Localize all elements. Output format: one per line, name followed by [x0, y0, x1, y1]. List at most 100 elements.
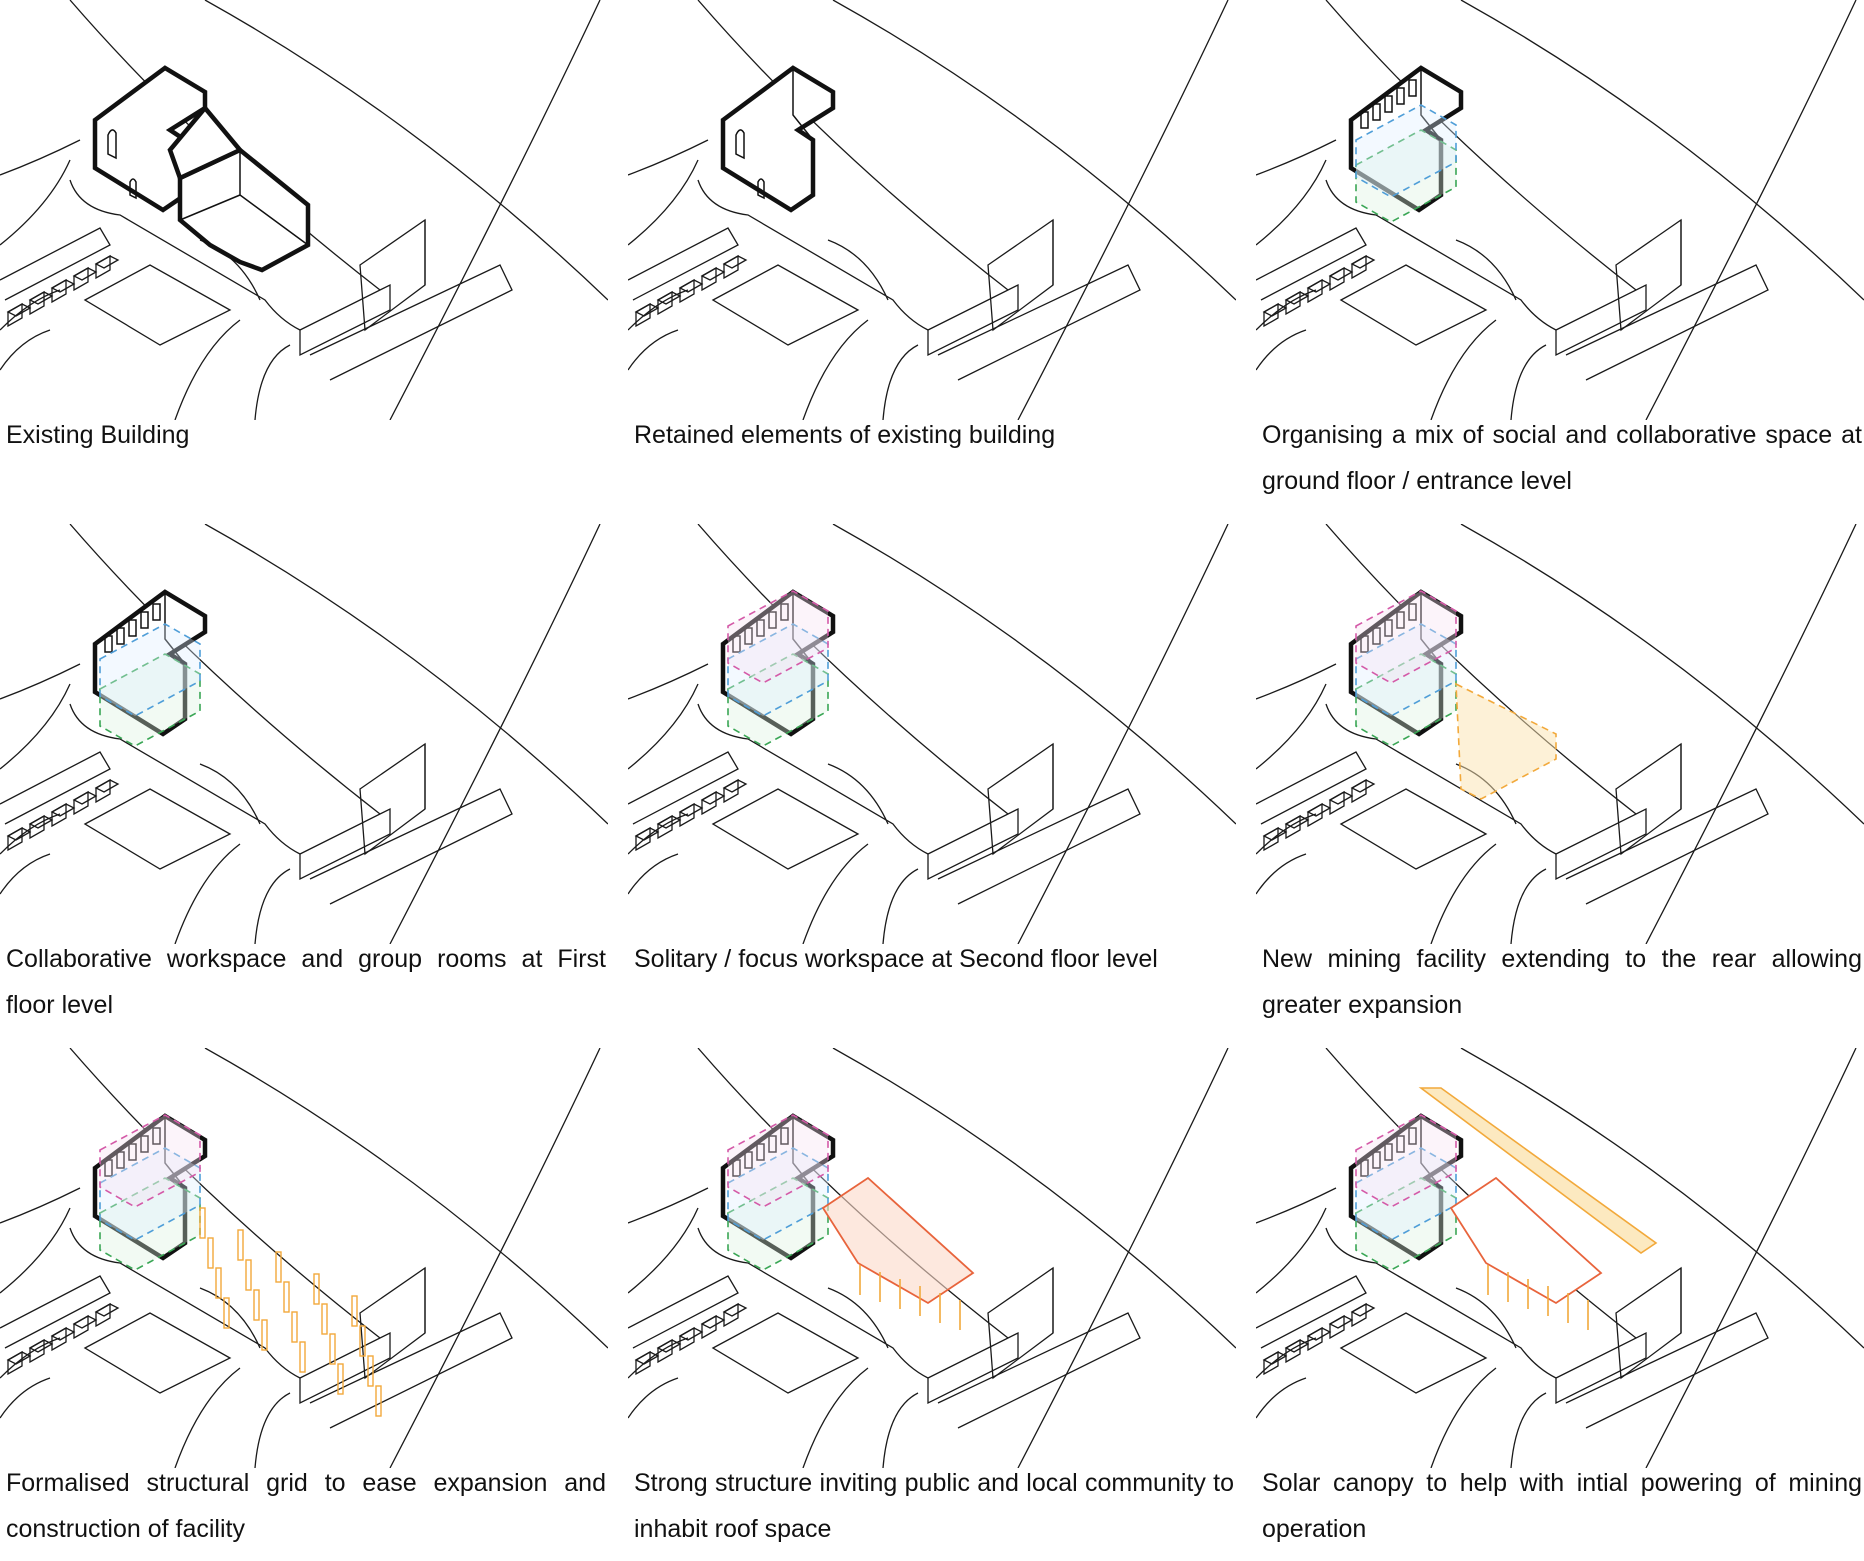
- site-line: [359, 1266, 426, 1380]
- terrace-blocks: [1256, 751, 1376, 852]
- column: [299, 1341, 306, 1373]
- site-line: [1460, 524, 1864, 825]
- ground-floor-layer: [1355, 653, 1457, 747]
- panel-caption: Retained elements of existing building: [634, 421, 1056, 449]
- upper-window: [1408, 1127, 1417, 1145]
- panel-caption: Solitary / focus workspace at Second flo…: [634, 945, 1158, 973]
- upper-window: [756, 1143, 765, 1161]
- axonometric-drawing: [628, 524, 1236, 944]
- upper-window: [1384, 1143, 1393, 1161]
- site-line: [359, 218, 426, 332]
- diagram-panel-6: New mining facility extending to the rea…: [1256, 524, 1864, 1034]
- terrace-blocks: [0, 1275, 120, 1376]
- site-line: [711, 788, 860, 870]
- panel-caption: Collaborative workspace and group rooms …: [6, 945, 606, 1019]
- block-top: [678, 1327, 704, 1341]
- block-top: [634, 303, 660, 317]
- upper-window: [1372, 1151, 1381, 1169]
- site-line: [1339, 788, 1488, 870]
- terrace-row: [1256, 227, 1367, 301]
- upper-window: [732, 635, 741, 653]
- block-top: [72, 791, 98, 805]
- block-top: [1350, 255, 1376, 269]
- site-context: [1256, 0, 1864, 420]
- ground-floor-layer: [727, 653, 829, 747]
- site-line: [1256, 329, 1307, 371]
- terrace-blocks: [1256, 1275, 1376, 1376]
- site-line: [1430, 843, 1497, 944]
- site-line: [1256, 139, 1337, 176]
- upper-window: [1372, 627, 1381, 645]
- terrace-row: [0, 751, 111, 825]
- site-line: [1339, 1312, 1488, 1394]
- axonometric-drawing: [628, 0, 1236, 420]
- site-line: [697, 179, 929, 331]
- upper-window: [140, 611, 149, 629]
- column: [207, 1237, 214, 1269]
- column: [245, 1259, 252, 1291]
- second-floor-layer: [727, 1114, 829, 1208]
- column: [291, 1311, 298, 1343]
- first-floor-hint: [1355, 104, 1457, 198]
- retained-block: [720, 65, 836, 213]
- site-line: [628, 1377, 679, 1419]
- first-floor-layer: [1355, 1147, 1457, 1241]
- site-line: [711, 1312, 860, 1394]
- upper-window: [1384, 619, 1393, 637]
- block-top: [1306, 279, 1332, 293]
- ground-floor-layer: [1355, 1177, 1457, 1271]
- site-line: [697, 1227, 929, 1379]
- block-top: [72, 1315, 98, 1329]
- site-line: [1256, 1187, 1337, 1224]
- block-top: [1350, 779, 1376, 793]
- site-line: [69, 179, 301, 331]
- axonometric-drawing: [0, 0, 608, 420]
- roof-columns: [1487, 1265, 1589, 1330]
- column: [359, 1325, 366, 1357]
- diagram-panel-9: Solar canopy to help with intial powerin…: [1256, 1048, 1864, 1558]
- site-line: [174, 1367, 241, 1468]
- site-line: [1555, 1331, 1647, 1405]
- column: [337, 1363, 344, 1395]
- block-top: [634, 1351, 660, 1365]
- site-line: [199, 763, 261, 825]
- terrace-blocks: [628, 751, 748, 852]
- terrace-blocks: [628, 227, 748, 328]
- site-line: [1256, 683, 1327, 770]
- panel-caption: Organising a mix of social and collabora…: [1262, 421, 1862, 495]
- site-line: [1455, 239, 1517, 301]
- diagram-panel-5: Solitary / focus workspace at Second flo…: [628, 524, 1236, 1034]
- roof-columns: [859, 1265, 961, 1330]
- site-line: [832, 1048, 1236, 1349]
- site-line: [1565, 788, 1769, 905]
- block-top: [700, 1315, 726, 1329]
- roof-plane: [1449, 1176, 1603, 1305]
- column: [367, 1355, 374, 1387]
- first-floor-layer: [99, 1147, 201, 1241]
- upper-window: [1372, 103, 1381, 121]
- upper-window: [768, 1135, 777, 1153]
- upper-window: [732, 1159, 741, 1177]
- site-line: [1325, 179, 1557, 331]
- retained-edges: [1350, 1116, 1442, 1216]
- site-line: [927, 1331, 1019, 1405]
- site-line: [927, 283, 1019, 357]
- site-line: [802, 843, 869, 944]
- block-top: [722, 779, 748, 793]
- site-line: [69, 703, 301, 855]
- upper-window: [128, 1143, 137, 1161]
- second-floor-layer: [1355, 590, 1457, 684]
- site-line: [83, 788, 232, 870]
- upper-window: [128, 619, 137, 637]
- site-line: [1430, 1367, 1497, 1468]
- block-top: [1262, 827, 1288, 841]
- ground-floor-layer: [99, 653, 201, 747]
- panel-caption: New mining facility extending to the rea…: [1262, 945, 1862, 1019]
- site-line: [1460, 1048, 1864, 1349]
- block-top: [94, 255, 120, 269]
- terrace-row: [628, 227, 739, 301]
- block-top: [94, 779, 120, 793]
- upper-window: [104, 635, 113, 653]
- site-line: [83, 1312, 232, 1394]
- upper-window: [1360, 1159, 1369, 1177]
